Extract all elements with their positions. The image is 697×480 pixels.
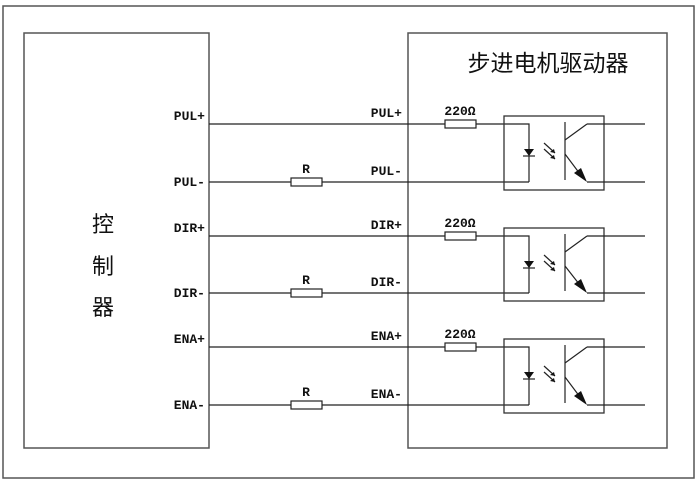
driver-block <box>407 32 668 449</box>
external-resistor-label: R <box>302 162 310 177</box>
external-resistor <box>290 177 323 187</box>
driver-pin-label: DIR- <box>371 275 402 290</box>
controller-pin-label: PUL+ <box>174 109 205 124</box>
diode-anode-wire <box>476 123 530 182</box>
external-resistor <box>290 288 323 298</box>
external-resistor-label: R <box>302 385 310 400</box>
led-diode-icon <box>524 372 534 379</box>
channel-ena: ENA+ ENA- ENA+ ENA- 220Ω R <box>174 327 645 414</box>
internal-resistor <box>444 119 477 129</box>
phototransistor-icon <box>564 345 645 406</box>
internal-resistor <box>444 342 477 352</box>
phototransistor-icon <box>564 234 645 294</box>
controller-pin-label: DIR+ <box>174 221 205 236</box>
driver-title: 步进电机驱动器 <box>468 51 629 77</box>
optocoupler-box <box>503 338 605 414</box>
controller-title-char-1: 控 <box>92 213 114 238</box>
driver-pin-label: ENA- <box>371 387 402 402</box>
controller-pin-label: DIR- <box>174 286 205 301</box>
outer-frame <box>2 5 695 479</box>
light-emission-icon <box>543 365 556 383</box>
controller-title-char-3: 器 <box>92 296 114 321</box>
controller-pin-label: PUL- <box>174 175 205 190</box>
internal-resistor <box>444 231 477 241</box>
external-resistor-label: R <box>302 273 310 288</box>
light-emission-icon <box>543 142 556 160</box>
driver-pin-label: ENA+ <box>371 329 402 344</box>
external-resistor <box>290 400 323 410</box>
controller-pin-label: ENA+ <box>174 332 205 347</box>
controller-title-char-2: 制 <box>92 255 114 280</box>
driver-pin-label: PUL+ <box>371 106 402 121</box>
channel-pul: PUL+ PUL- PUL+ PUL- 220Ω R <box>174 104 645 191</box>
led-diode-icon <box>524 149 534 156</box>
channels-group: PUL+ PUL- PUL+ PUL- 220Ω R DIR+ DIR- DIR+ DIR- 220… <box>174 104 645 414</box>
led-diode-icon <box>524 261 534 268</box>
diode-anode-wire <box>476 235 530 293</box>
driver-pin-label: PUL- <box>371 164 402 179</box>
controller-block <box>23 32 210 449</box>
channel-dir: DIR+ DIR- DIR+ DIR- 220Ω R <box>174 216 645 302</box>
controller-pin-label: ENA- <box>174 398 205 413</box>
internal-resistor-label: 220Ω <box>444 327 475 342</box>
internal-resistor-label: 220Ω <box>444 104 475 119</box>
driver-pin-label: DIR+ <box>371 218 402 233</box>
optocoupler-box <box>503 115 605 191</box>
phototransistor-icon <box>564 122 645 183</box>
optocoupler-box <box>503 227 605 302</box>
internal-resistor-label: 220Ω <box>444 216 475 231</box>
diode-anode-wire <box>476 346 530 405</box>
light-emission-icon <box>543 254 556 272</box>
